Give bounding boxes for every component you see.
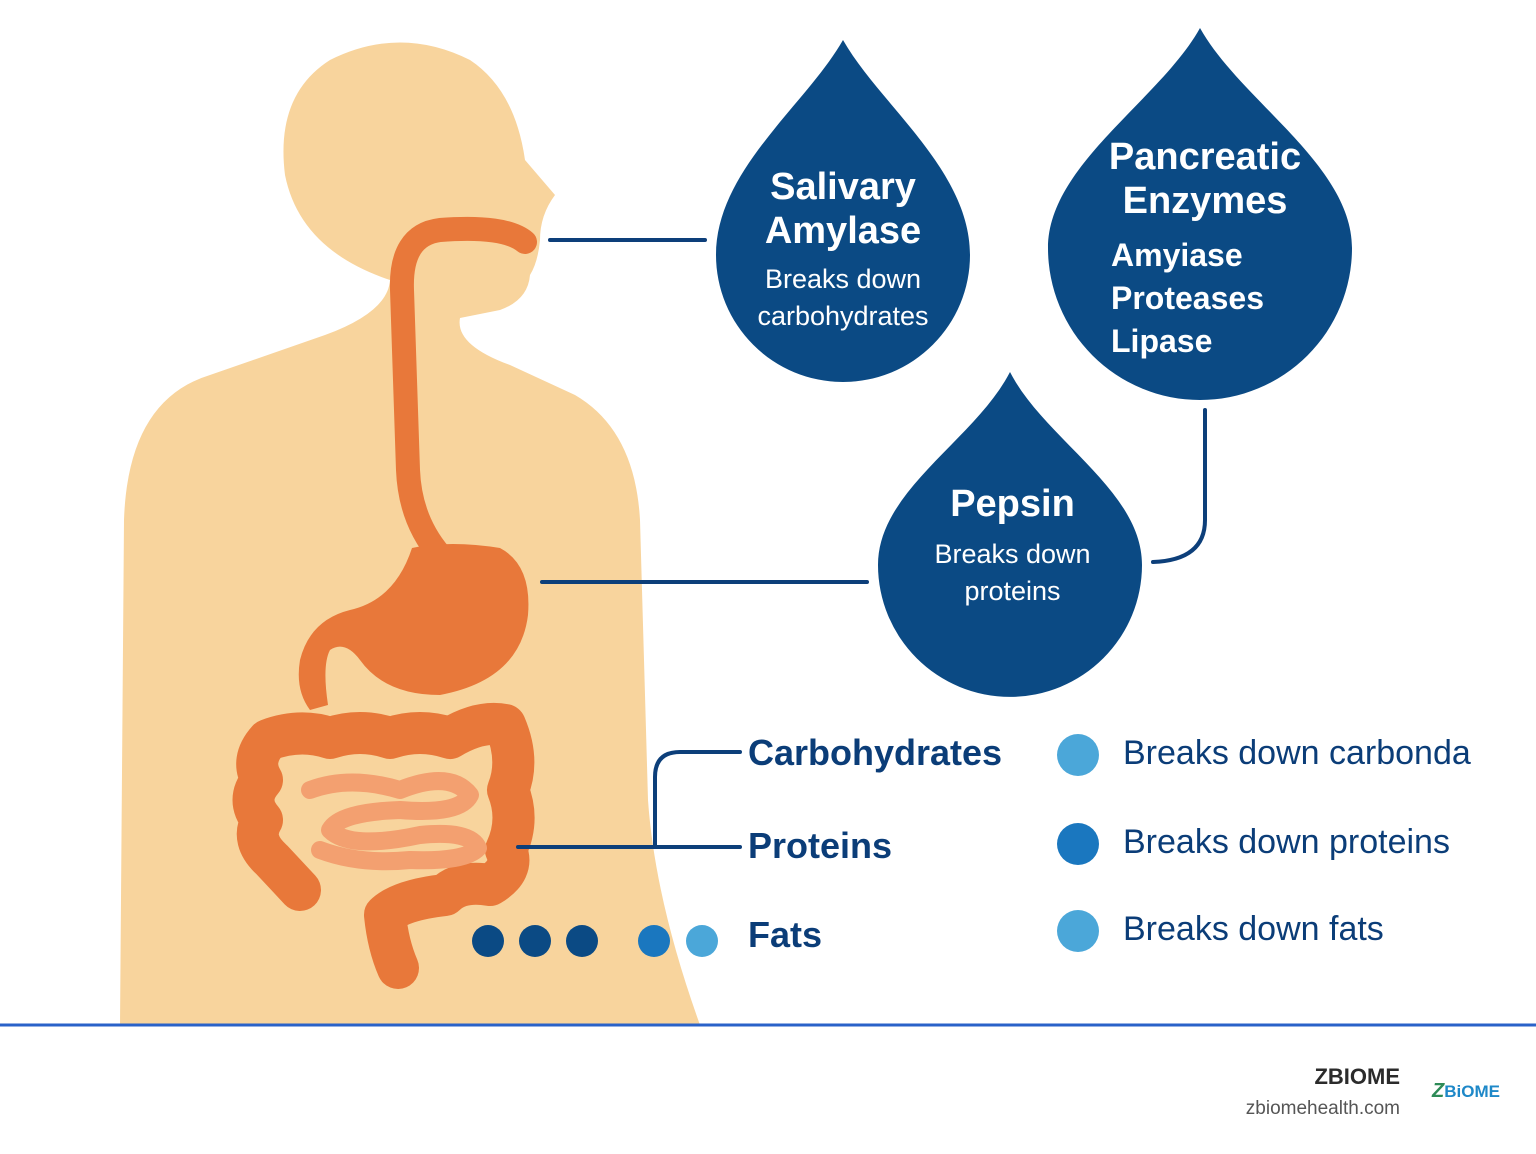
desc-proteins: Breaks down proteins xyxy=(1123,823,1450,861)
human-body-outline xyxy=(120,42,700,1025)
pancreatic-title-line2: Enzymes xyxy=(1122,180,1288,222)
salivary-desc-line2: carbohydrates xyxy=(757,301,929,331)
dot-icon xyxy=(638,925,670,957)
fats-dot-icon xyxy=(1057,910,1099,952)
salivary-title-line2: Amylase xyxy=(764,210,922,252)
pepsin-text: Pepsin Breaks down proteins xyxy=(900,482,1125,610)
dots-row xyxy=(472,925,718,957)
footer-brand: ZBIOME xyxy=(1314,1064,1400,1089)
footer-url[interactable]: zbiomehealth.com xyxy=(1245,1098,1400,1119)
pepsin-desc-line1: Breaks down xyxy=(934,539,1091,569)
dot-icon xyxy=(519,925,551,957)
enzyme-drops xyxy=(716,28,1352,697)
large-intestine xyxy=(232,702,535,989)
pancreatic-title-line1: Pancreatic xyxy=(1108,136,1302,178)
salivary-title-line1: Salivary xyxy=(770,166,916,208)
pancreatic-enzymes-drop xyxy=(1048,28,1352,400)
body-silhouette xyxy=(120,42,700,1025)
salivary-desc-line1: Breaks down xyxy=(764,264,922,294)
pepsin-title: Pepsin xyxy=(950,483,1075,525)
logo-z: Z xyxy=(1432,1080,1445,1102)
pancreatic-enzymes-text: Pancreatic Enzymes xyxy=(1075,135,1335,223)
macro-label-carbohydrates: Carbohydrates xyxy=(748,732,1003,773)
dot-icon xyxy=(686,925,718,957)
pancreatic-item: Proteases xyxy=(1111,280,1264,316)
dot-icon xyxy=(566,925,598,957)
digestive-tract xyxy=(232,216,537,989)
dot-icon xyxy=(472,925,504,957)
small-intestine xyxy=(301,772,487,871)
macro-bracket xyxy=(653,750,742,849)
pancreas-connector xyxy=(1151,408,1207,564)
logo-rest: BiOME xyxy=(1444,1082,1500,1101)
pancreatic-enzyme-list: Amyiase Proteases Lipase xyxy=(1111,234,1264,363)
esophagus xyxy=(389,216,537,567)
legend-dots xyxy=(1057,734,1099,952)
proteins-dot-icon xyxy=(1057,823,1099,865)
stomach xyxy=(298,544,529,710)
macro-label-proteins: Proteins xyxy=(748,825,893,866)
connector-lines xyxy=(516,238,1207,849)
carbohydrates-dot-icon xyxy=(1057,734,1099,776)
salivary-amylase-drop xyxy=(716,40,970,382)
zbiome-logo: ZBiOME xyxy=(1432,1080,1500,1103)
pancreatic-item: Amyiase xyxy=(1111,237,1243,273)
macro-label-fats: Fats xyxy=(748,914,823,955)
pepsin-desc-line2: proteins xyxy=(964,576,1061,606)
pepsin-drop xyxy=(878,372,1142,697)
salivary-amylase-text: Salivary Amylase Breaks down carbohydrat… xyxy=(733,165,953,335)
desc-carbohydrates: Breaks down carbonda xyxy=(1123,734,1471,772)
pancreatic-item: Lipase xyxy=(1111,323,1213,359)
desc-fats: Breaks down fats xyxy=(1123,910,1384,948)
